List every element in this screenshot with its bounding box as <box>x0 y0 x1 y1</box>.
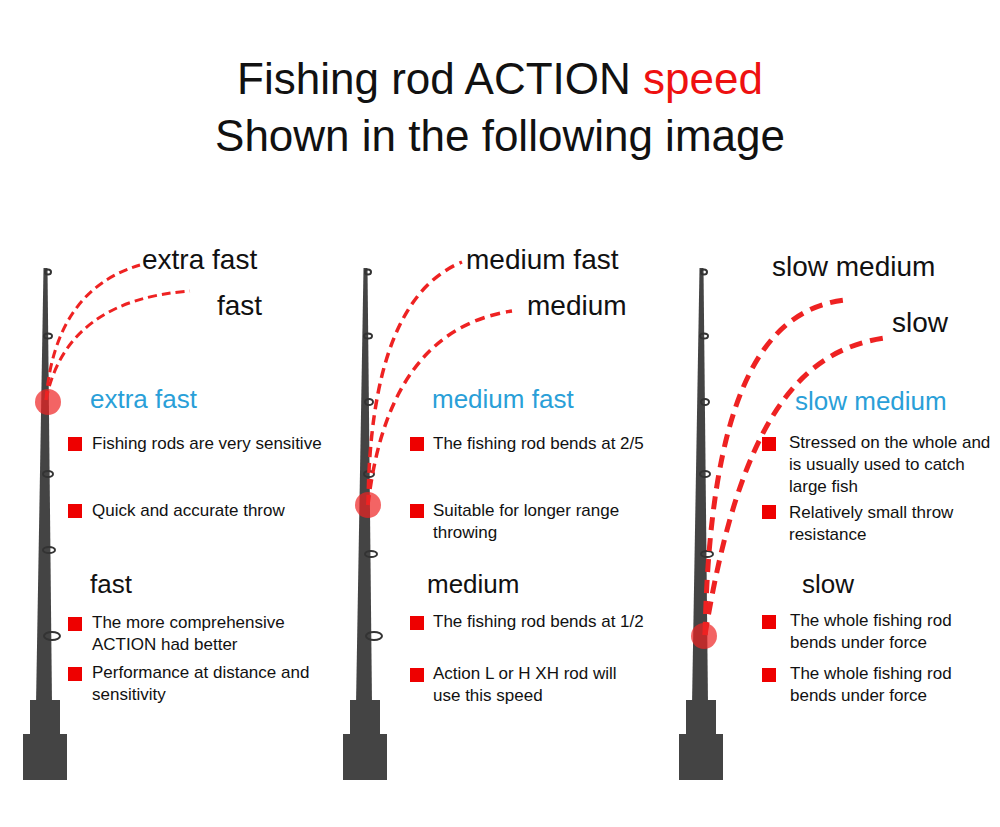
action-heading: medium fast <box>432 383 652 417</box>
curve-label: slow medium <box>772 249 982 285</box>
bullet-squares <box>68 437 776 682</box>
curve-label: medium fast <box>466 242 666 278</box>
curve-label: slow <box>892 305 992 341</box>
bullet-note: Quick and accurate throw <box>92 500 382 522</box>
rod-blanks <box>23 268 723 780</box>
bullet-note: The fishing rod bends at 2/5 <box>433 433 703 455</box>
action-heading: fast <box>90 568 290 602</box>
action-heading: slow medium <box>795 385 995 419</box>
bullet-note: Stressed on the whole and is usually use… <box>789 432 994 498</box>
bullet-note: Performance at distance and sensitivity <box>92 662 332 706</box>
bullet-note: The fishing rod bends at 1/2 <box>433 611 703 633</box>
bend-curves <box>46 262 885 635</box>
bullet-note: Suitable for longer range throwing <box>433 500 663 544</box>
bullet-note: Action L or H XH rod will use this speed <box>433 663 633 707</box>
curve-label: extra fast <box>142 242 342 278</box>
bullet-note: The whole fishing rod bends under force <box>790 663 990 707</box>
bullet-note: The more comprehensive ACTION had better <box>92 612 332 656</box>
bullet-note: Relatively small throw resistance <box>789 502 994 546</box>
bullet-note: Fishing rods are very sensitive <box>92 433 392 455</box>
rod-guides <box>43 270 713 641</box>
curve-label: medium <box>527 288 687 324</box>
bullet-note: The whole fishing rod bends under force <box>790 610 990 654</box>
diagram-title: Fishing rod ACTION speed Shown in the fo… <box>0 50 1000 164</box>
bend-point <box>35 389 717 649</box>
curve-label: fast <box>217 288 337 324</box>
action-heading: slow <box>802 568 952 602</box>
action-heading: extra fast <box>90 383 290 417</box>
action-heading: medium <box>427 568 627 602</box>
